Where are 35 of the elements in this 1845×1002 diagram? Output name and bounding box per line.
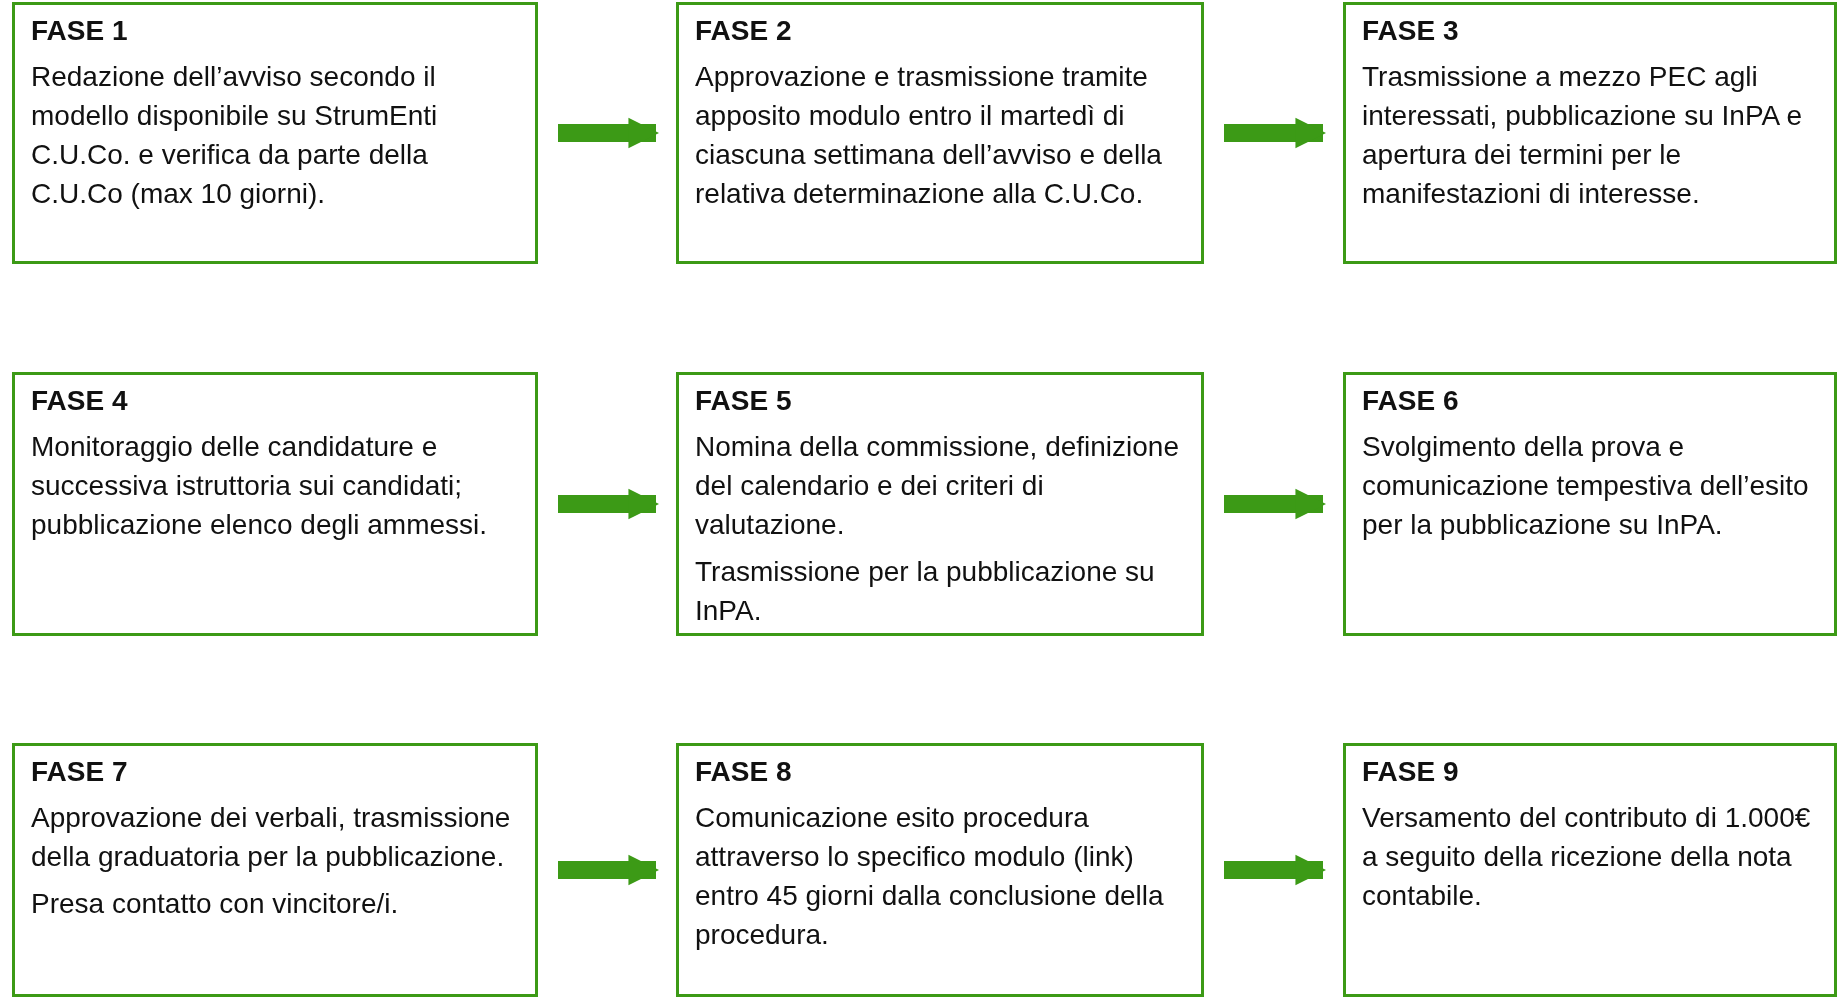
phase-box (1343, 372, 1837, 636)
arrow (1224, 488, 1327, 520)
description-text: Monitoraggio delle candidature e successiva istruttoria sui candidati; pubblicazione elenco degli ammessi. (31, 430, 489, 542)
description-text: Comunicazione esito procedura attraverso lo specifico modulo (link) entro 45 giorni dalla conclusione della procedura. (695, 801, 1165, 952)
phase-title: FASE 9 (1362, 755, 1460, 789)
phase-title: FASE 4 (31, 384, 129, 418)
description-text: Redazione dell’avviso secondo il modello disponibile su StrumEnti C.U.Co. e verifica da parte della C.U.Co (max 10 giorni). (31, 60, 439, 211)
phase-title: FASE 6 (1362, 384, 1460, 418)
description-text: Presa contatto con vincitore/i. (31, 887, 400, 921)
phase-title: FASE 2 (695, 14, 793, 48)
description-text: Nomina della commissione, definizione del calendario e dei criteri di valutazione. (695, 430, 1180, 542)
phase-box (676, 372, 1204, 636)
phase-title: FASE 1 (31, 14, 129, 48)
phase-box (676, 743, 1204, 997)
phase-title: FASE 5 (695, 384, 793, 418)
phase-box (12, 372, 538, 636)
phase-title: FASE 8 (695, 755, 793, 789)
phase-box (1343, 2, 1837, 264)
description-text: Trasmissione per la pubblicazione su InPA. (695, 555, 1156, 628)
phase-box (676, 2, 1204, 264)
description-text: Approvazione e trasmissione tramite apposito modulo entro il martedì di ciascuna settimana dell’avviso e della relativa determinazione alla C.U.Co. (695, 60, 1163, 211)
phase-box (12, 743, 538, 997)
phase-box (12, 2, 538, 264)
arrow (1224, 117, 1327, 149)
phase-title: FASE 7 (31, 755, 129, 789)
arrow (558, 117, 660, 149)
phase-box (1343, 743, 1837, 997)
phase-title: FASE 3 (1362, 14, 1460, 48)
arrow (558, 854, 660, 886)
description-text: Versamento del contributo di 1.000€ a seguito della ricezione della nota contabile. (1362, 801, 1812, 913)
description-text: Svolgimento della prova e comunicazione tempestiva dell’esito per la pubblicazione su InPA. (1362, 430, 1810, 542)
arrow (1224, 854, 1327, 886)
description-text: Approvazione dei verbali, trasmissione della graduatoria per la pubblicazione. (31, 801, 512, 874)
description-text: Trasmissione a mezzo PEC agli interessati, pubblicazione su InPA e apertura dei termini per le manifestazioni di interesse. (1362, 60, 1803, 211)
arrow (558, 488, 660, 520)
